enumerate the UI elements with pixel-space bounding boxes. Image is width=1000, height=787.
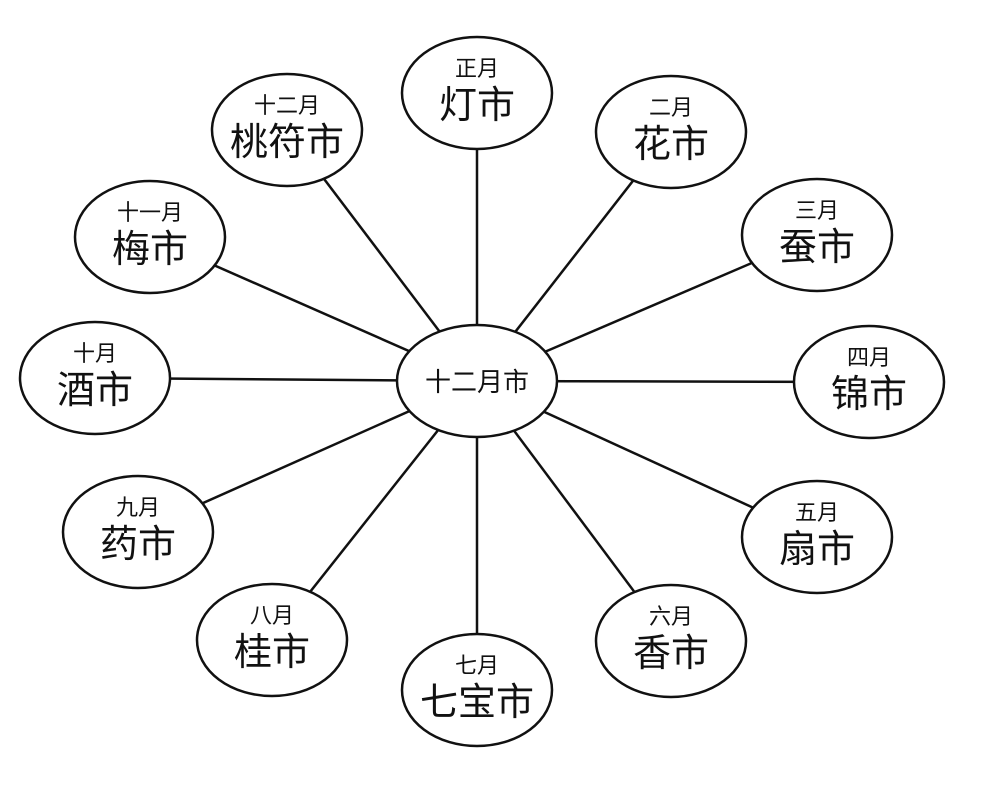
market-ellipse [400, 632, 554, 748]
month-label: 十一月 [117, 201, 183, 226]
market-name: 梅市 [112, 227, 188, 271]
market-name: 七宝市 [420, 680, 534, 724]
market-name: 灯市 [439, 83, 515, 127]
month-label: 八月 [250, 604, 294, 629]
month-label: 六月 [649, 605, 693, 630]
market-name: 扇市 [779, 527, 855, 571]
market-ellipse [210, 72, 364, 188]
market-ellipse [61, 474, 215, 590]
center-ellipse [395, 323, 559, 439]
month-label: 三月 [795, 199, 839, 224]
market-ellipse [400, 35, 554, 151]
market-name: 花市 [633, 122, 709, 166]
market-name: 酒市 [57, 368, 133, 412]
market-name: 桂市 [234, 630, 310, 674]
month-label: 正月 [455, 57, 499, 82]
market-name: 蚕市 [779, 225, 855, 269]
market-ellipse [792, 324, 946, 440]
market-name: 香市 [633, 631, 709, 675]
center-label: 十二月市 [425, 368, 529, 398]
market-name: 桃符市 [230, 120, 344, 164]
month-label: 九月 [116, 496, 160, 521]
market-ellipse [740, 479, 894, 595]
market-ellipse [18, 320, 172, 436]
market-ellipse [195, 582, 349, 698]
month-label: 五月 [795, 501, 839, 526]
month-label: 十月 [73, 342, 117, 367]
month-label: 七月 [455, 654, 499, 679]
market-name: 锦市 [831, 372, 907, 416]
market-ellipse [73, 179, 227, 295]
month-label: 四月 [847, 346, 891, 371]
center-node: 十二月市 [395, 323, 559, 439]
market-ellipse [740, 177, 894, 293]
market-ellipse [594, 74, 748, 190]
month-label: 十二月 [254, 94, 320, 119]
market-name: 药市 [100, 522, 176, 566]
market-ellipse [594, 583, 748, 699]
month-label: 二月 [649, 96, 693, 121]
